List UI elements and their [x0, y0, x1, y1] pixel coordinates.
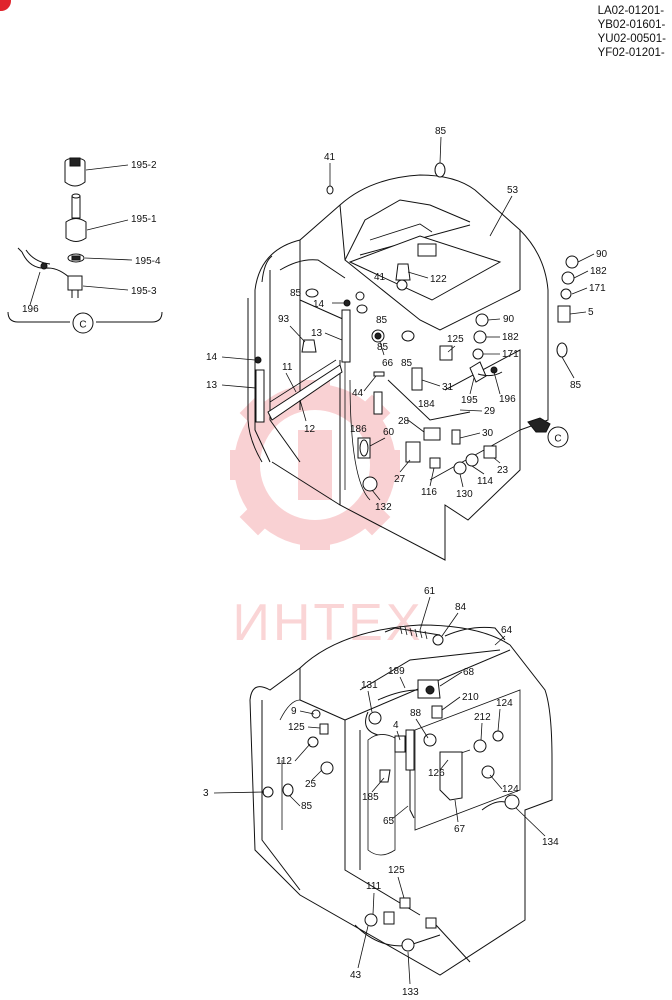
serial-number-block: LA02-01201- YB02-01601- YU02-00501- YF02… — [598, 4, 666, 60]
callout-65: 65 — [383, 816, 395, 827]
callout-5: 5 — [588, 307, 594, 318]
callout-3: 3 — [203, 788, 209, 799]
lower-fittings — [262, 625, 520, 963]
callout-41-top: 41 — [324, 152, 336, 163]
callout-12: 12 — [304, 424, 316, 435]
callout-134: 134 — [542, 837, 559, 848]
callout-114: 114 — [477, 476, 493, 487]
corner-red-badge — [0, 0, 11, 11]
callout-25: 25 — [305, 779, 317, 790]
callout-23: 23 — [497, 465, 509, 476]
callout-125-lower-a: 125 — [288, 722, 305, 733]
callout-116: 116 — [421, 487, 437, 498]
callout-125-upper: 125 — [447, 334, 464, 345]
callout-195-1: 195-1 — [131, 214, 157, 225]
callout-88: 88 — [410, 708, 422, 719]
callout-66: 66 — [382, 358, 394, 369]
callout-132: 132 — [375, 502, 392, 513]
serial-number-1: LA02-01201- — [597, 5, 665, 17]
callout-43: 43 — [350, 970, 362, 981]
callout-85-left-upper: 85 — [290, 288, 302, 299]
callout-85-top: 85 — [435, 126, 447, 137]
callout-60: 60 — [383, 427, 395, 438]
upper-cab-body — [247, 174, 549, 561]
callout-182-mid: 182 — [502, 332, 519, 343]
callout-189: 189 — [388, 666, 405, 677]
callout-85-center: 85 — [401, 358, 413, 369]
callout-28: 28 — [398, 416, 410, 427]
callout-124-lower: 124 — [502, 784, 519, 795]
callout-67: 67 — [454, 824, 466, 835]
callout-29: 29 — [484, 406, 496, 417]
view-c-letter: C — [554, 434, 561, 445]
callout-195: 195 — [461, 395, 478, 406]
callout-195-4: 195-4 — [135, 256, 161, 267]
callout-186: 186 — [350, 424, 367, 435]
callout-195-3: 195-3 — [131, 286, 157, 297]
detail-c-letter: C — [79, 320, 86, 331]
callout-171-mid: 171 — [502, 349, 519, 360]
serial-number-2: YB02-01601- — [597, 19, 666, 31]
callout-212: 212 — [474, 712, 491, 723]
callout-13-lower: 13 — [206, 380, 218, 391]
callout-4: 4 — [393, 720, 399, 731]
watermark-text: ИНТЕХ — [232, 594, 423, 652]
callout-195-2: 195-2 — [131, 160, 157, 171]
callout-27: 27 — [394, 474, 406, 485]
upper-leader-lines — [221, 136, 595, 501]
view-c-arrow: C — [527, 417, 569, 448]
callout-112: 112 — [276, 756, 292, 767]
callout-182-right: 182 — [590, 266, 607, 277]
callout-41-mid: 41 — [374, 272, 386, 283]
callout-196-detail: 196 — [22, 304, 39, 315]
callout-124-upper: 124 — [496, 698, 513, 709]
callout-84: 84 — [455, 602, 467, 613]
lower-leader-lines — [213, 596, 546, 985]
callout-111: 111 — [366, 881, 382, 892]
callout-185: 185 — [362, 792, 379, 803]
callout-30: 30 — [482, 428, 494, 439]
callout-196-main: 196 — [499, 394, 516, 405]
serial-number-4: YF02-01201- — [597, 47, 665, 59]
callout-85-lower: 85 — [301, 801, 313, 812]
callout-14-lower: 14 — [206, 352, 218, 363]
callout-93: 93 — [278, 314, 290, 325]
callout-210: 210 — [462, 692, 479, 703]
callout-44: 44 — [352, 388, 364, 399]
callout-131: 131 — [361, 680, 378, 691]
callout-122: 122 — [430, 274, 447, 285]
callout-126: 126 — [428, 768, 445, 779]
callout-11: 11 — [282, 362, 293, 373]
callout-90-right: 90 — [596, 249, 608, 260]
callout-64: 64 — [501, 625, 513, 636]
callout-171-right: 171 — [589, 283, 606, 294]
callout-13-upper: 13 — [311, 328, 323, 339]
callout-90-mid: 90 — [503, 314, 515, 325]
callout-53: 53 — [507, 185, 519, 196]
callout-9: 9 — [291, 706, 297, 717]
callout-125-lower-b: 125 — [388, 865, 405, 876]
callout-85-mid: 85 — [376, 315, 388, 326]
callout-133: 133 — [402, 987, 419, 998]
callout-14-upper: 14 — [313, 299, 325, 310]
lower-callouts: 61 84 64 68 189 131 210 9 88 124 125 4 2… — [203, 586, 559, 998]
callout-85-right: 85 — [570, 380, 582, 391]
callout-31: 31 — [442, 382, 454, 393]
upper-callouts: 195-2 195-1 195-4 195-3 196 41 85 53 90 … — [22, 126, 608, 513]
callout-68: 68 — [463, 667, 475, 678]
callout-130: 130 — [456, 489, 473, 500]
serial-number-3: YU02-00501- — [597, 33, 666, 45]
detail-c-parts: C — [7, 157, 163, 334]
callout-85-frame: 85 — [377, 342, 389, 353]
callout-61: 61 — [424, 586, 436, 597]
callout-184: 184 — [418, 399, 435, 410]
